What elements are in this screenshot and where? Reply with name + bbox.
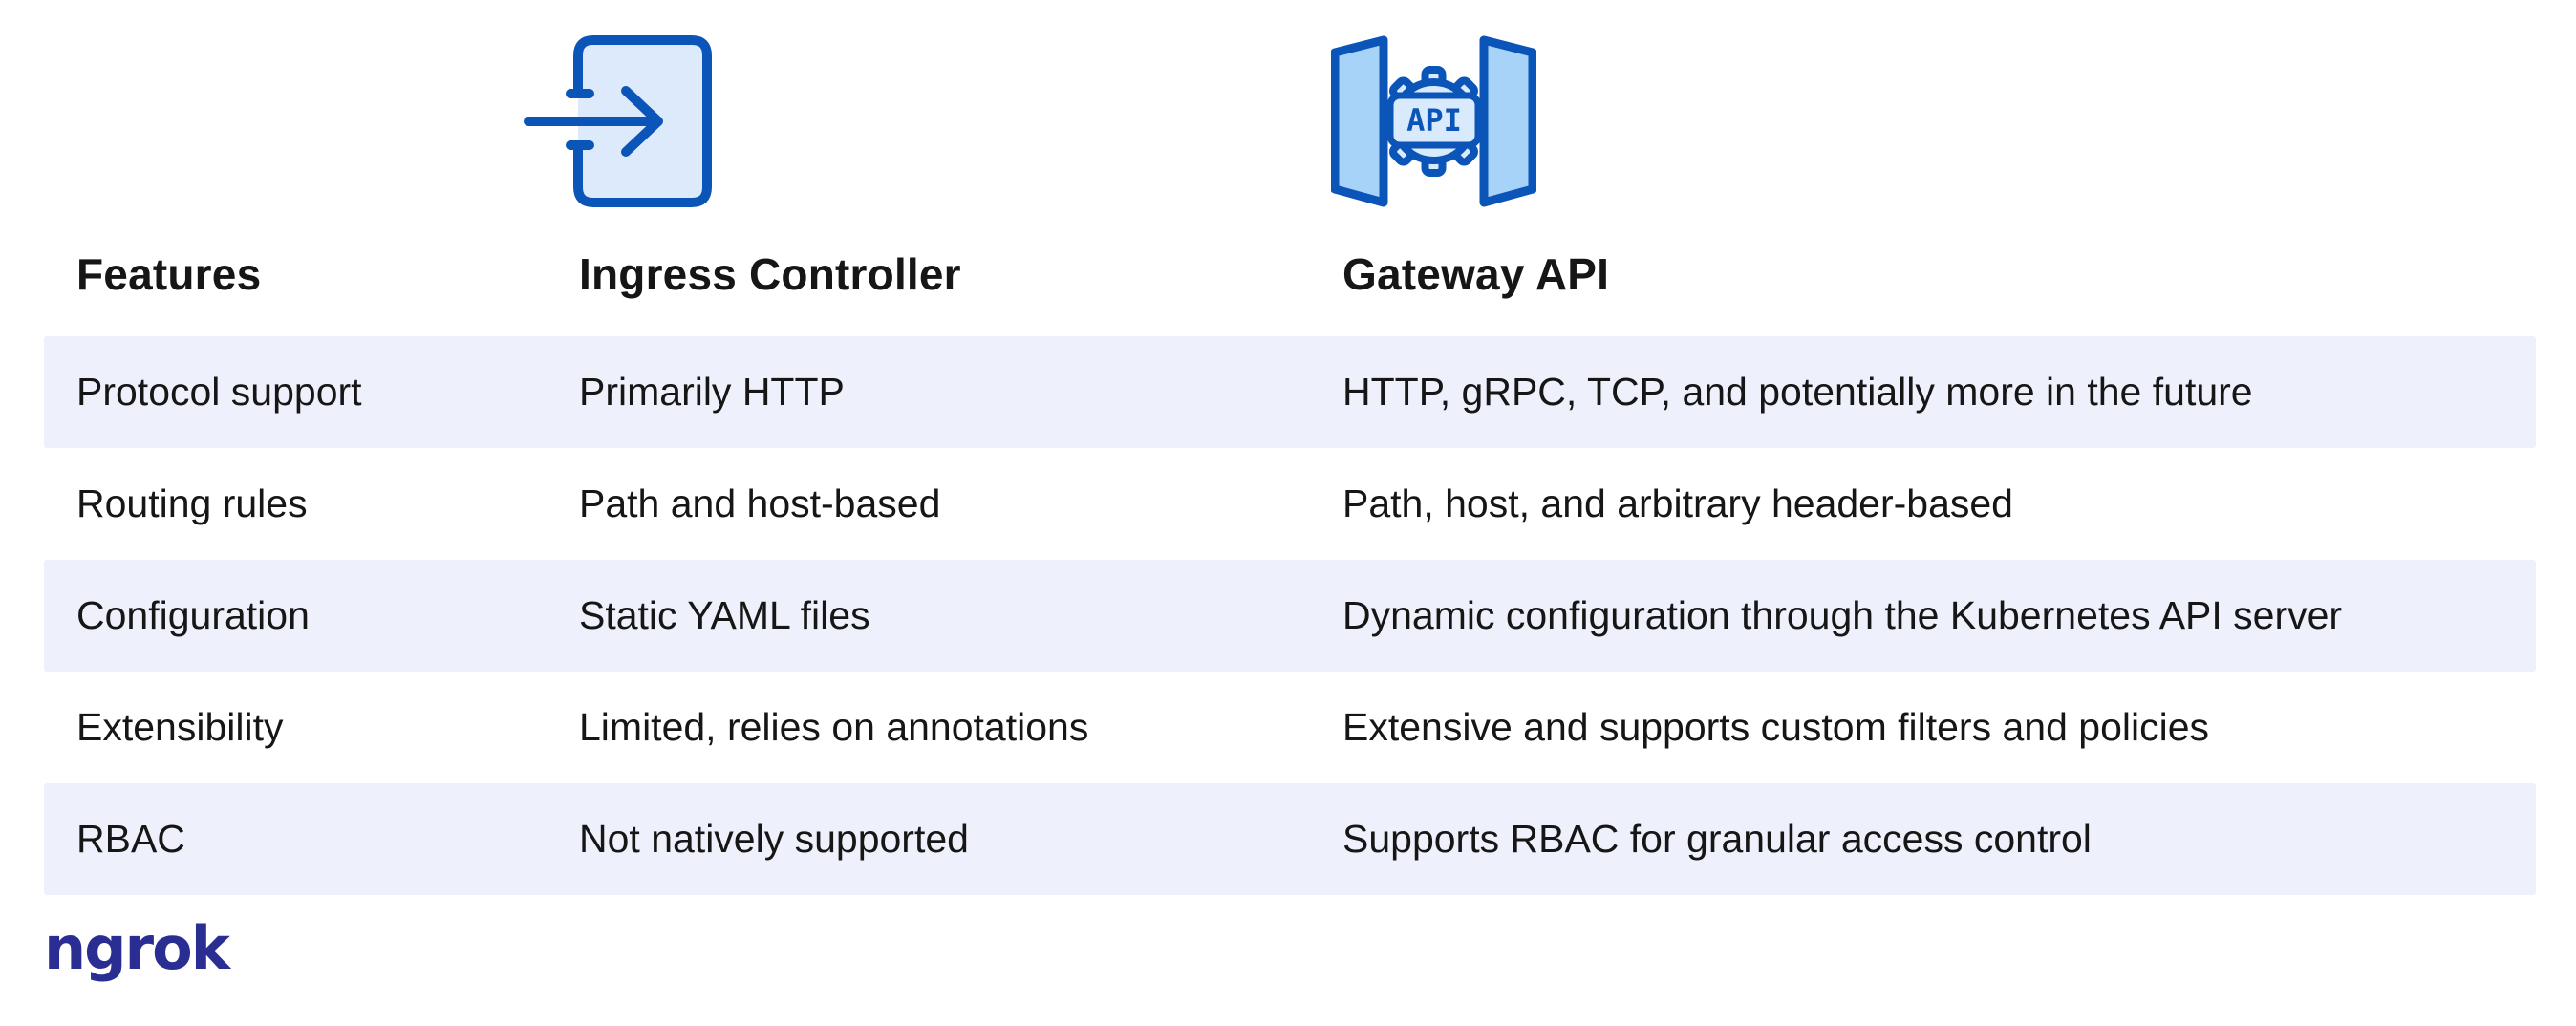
feature-cell: Extensibility	[76, 705, 284, 749]
feature-cell: Routing rules	[76, 481, 308, 525]
table-row: Configuration Static YAML files Dynamic …	[44, 560, 2536, 672]
gateway-cell: Dynamic configuration through the Kubern…	[1342, 593, 2343, 637]
ingress-cell: Limited, relies on annotations	[579, 705, 1089, 749]
feature-cell: RBAC	[76, 817, 185, 861]
ngrok-logo: ngrok	[44, 913, 230, 983]
comparison-table: Protocol support Primarily HTTP HTTP, gR…	[44, 336, 2536, 895]
feature-cell: Protocol support	[76, 370, 362, 414]
table-row: Extensibility Limited, relies on annotat…	[44, 672, 2536, 783]
table-row: Routing rules Path and host-based Path, …	[44, 448, 2536, 560]
ingress-cell: Path and host-based	[579, 481, 941, 525]
ingress-cell: Primarily HTTP	[579, 370, 845, 414]
feature-cell: Configuration	[76, 593, 310, 637]
gateway-api-gear-icon: API	[1330, 35, 1537, 207]
ingress-cell: Static YAML files	[579, 593, 870, 637]
ingress-cell: Not natively supported	[579, 817, 969, 861]
gateway-api-label: API	[1406, 102, 1462, 139]
table-row: RBAC Not natively supported Supports RBA…	[44, 783, 2536, 895]
ingress-arrow-box-icon	[524, 35, 712, 207]
header-ingress-controller: Ingress Controller	[579, 249, 961, 299]
table-header-row: Features Ingress Controller Gateway API	[44, 239, 2536, 310]
gateway-cell: HTTP, gRPC, TCP, and potentially more in…	[1342, 370, 2253, 414]
table-row: Protocol support Primarily HTTP HTTP, gR…	[44, 336, 2536, 448]
gateway-cell: Extensive and supports custom filters an…	[1342, 705, 2210, 749]
gateway-cell: Supports RBAC for granular access contro…	[1342, 817, 2092, 861]
header-features: Features	[76, 249, 262, 299]
gateway-api-icon: API	[1330, 33, 1537, 210]
gateway-cell: Path, host, and arbitrary header-based	[1342, 481, 2013, 525]
header-gateway-api: Gateway API	[1342, 249, 1610, 299]
ingress-controller-icon	[521, 33, 726, 210]
